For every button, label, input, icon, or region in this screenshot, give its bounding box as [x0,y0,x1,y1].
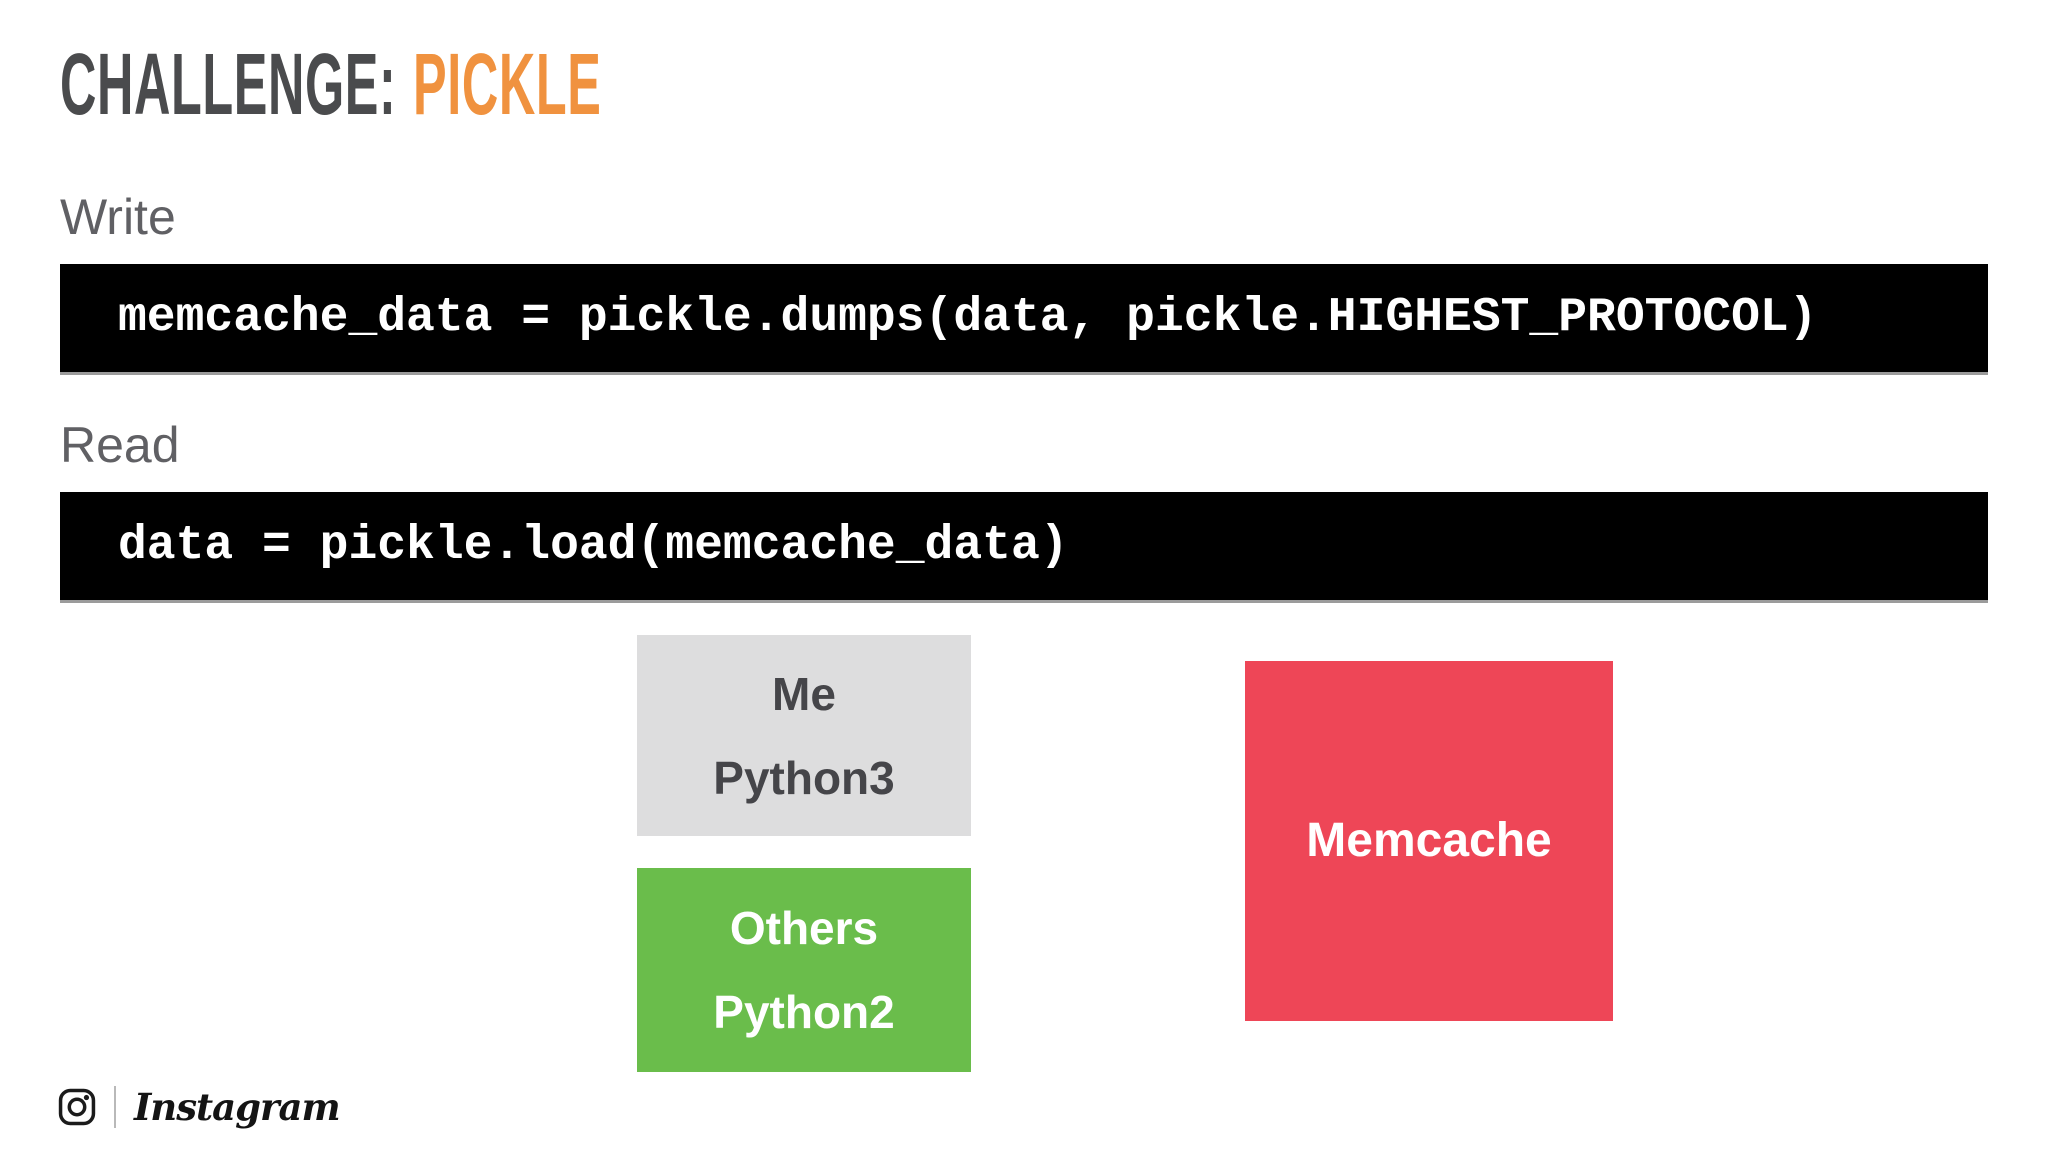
read-code-block: data = pickle.load(memcache_data) [60,492,1988,600]
me-python3-box: Me Python3 [637,635,971,836]
page-title: CHALLENGE:PICKLE [60,34,962,134]
others-box-line-2: Python2 [713,986,895,1038]
write-code-block: memcache_data = pickle.dumps(data, pickl… [60,264,1988,372]
instagram-wordmark: Instagram [134,1085,341,1129]
others-box-line-1: Others [729,902,879,954]
write-code-text: memcache_data = pickle.dumps(data, pickl… [118,291,1818,345]
read-label: Read [60,417,180,473]
me-box-line-2: Python3 [713,751,895,804]
page-title-text: CHALLENGE:PICKLE [60,34,601,134]
read-code-text: data = pickle.load(memcache_data) [118,519,1069,573]
footer-brand: Instagram [56,1082,341,1132]
footer-divider [114,1086,116,1128]
write-label: Write [60,189,176,245]
memcache-box: Memcache [1245,661,1613,1021]
memcache-box-line-1: Memcache [1306,814,1552,867]
instagram-camera-icon [58,1088,96,1126]
title-prefix: CHALLENGE: [60,35,397,133]
title-highlight: PICKLE [413,35,602,133]
me-box-line-1: Me [772,667,836,720]
others-python2-box: Others Python2 [637,868,971,1072]
